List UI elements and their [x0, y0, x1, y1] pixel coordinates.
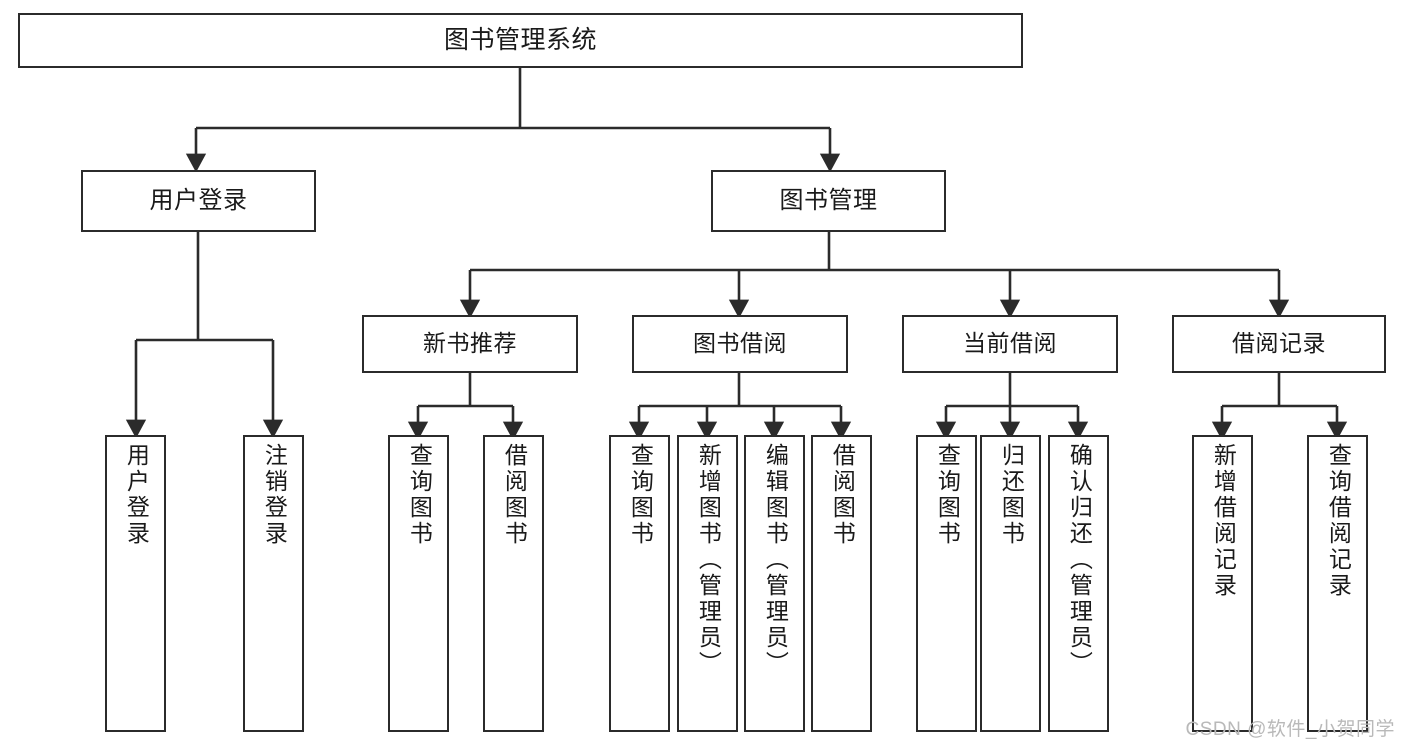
node-root-label: 图书管理系统 — [443, 25, 597, 54]
leaf-borrow-record-add-record-label: 新增借阅记录 — [1210, 443, 1237, 599]
leaf-current-borrow-confirm-return-label: 确认归还（管理员） — [1066, 443, 1093, 677]
leaf-new-book-borrow-book[interactable]: 借阅图书 — [483, 435, 544, 732]
leaf-user-login-logout[interactable]: 注销登录 — [243, 435, 304, 732]
leaf-new-book-borrow-book-label: 借阅图书 — [501, 443, 528, 547]
node-new-book-recommendation-label: 新书推荐 — [423, 330, 517, 357]
leaf-current-borrow-confirm-return[interactable]: 确认归还（管理员） — [1048, 435, 1109, 732]
node-book-management-label: 图书管理 — [779, 186, 878, 214]
leaf-book-borrow-query-book[interactable]: 查询图书 — [609, 435, 670, 732]
leaf-book-borrow-borrow-book-label: 借阅图书 — [829, 443, 856, 547]
leaf-book-borrow-add-book-label: 新增图书（管理员） — [695, 443, 722, 677]
leaf-borrow-record-query-record[interactable]: 查询借阅记录 — [1307, 435, 1368, 732]
leaf-borrow-record-add-record[interactable]: 新增借阅记录 — [1192, 435, 1253, 732]
leaf-new-book-query-book-label: 查询图书 — [406, 443, 433, 547]
leaf-user-login-logout-label: 注销登录 — [261, 443, 288, 547]
leaf-user-login-login[interactable]: 用户登录 — [105, 435, 166, 732]
leaf-current-borrow-query-book[interactable]: 查询图书 — [916, 435, 977, 732]
leaf-new-book-query-book[interactable]: 查询图书 — [388, 435, 449, 732]
leaf-book-borrow-borrow-book[interactable]: 借阅图书 — [811, 435, 872, 732]
node-book-borrowing-label: 图书借阅 — [693, 330, 787, 357]
node-current-borrowing-label: 当前借阅 — [963, 330, 1057, 357]
csdn-watermark: CSDN @软件_小贺同学 — [1185, 719, 1395, 740]
leaf-book-borrow-edit-book[interactable]: 编辑图书（管理员） — [744, 435, 805, 732]
leaf-book-borrow-query-book-label: 查询图书 — [627, 443, 654, 547]
leaf-current-borrow-return-book[interactable]: 归还图书 — [980, 435, 1041, 732]
node-book-management[interactable]: 图书管理 — [711, 170, 946, 232]
leaf-book-borrow-edit-book-label: 编辑图书（管理员） — [762, 443, 789, 677]
node-borrowing-records[interactable]: 借阅记录 — [1172, 315, 1386, 373]
leaf-user-login-login-label: 用户登录 — [123, 443, 150, 547]
leaf-current-borrow-query-book-label: 查询图书 — [934, 443, 961, 547]
node-new-book-recommendation[interactable]: 新书推荐 — [362, 315, 578, 373]
node-borrowing-records-label: 借阅记录 — [1232, 330, 1326, 357]
leaf-current-borrow-return-book-label: 归还图书 — [998, 443, 1025, 547]
node-book-borrowing[interactable]: 图书借阅 — [632, 315, 848, 373]
leaf-borrow-record-query-record-label: 查询借阅记录 — [1325, 443, 1352, 599]
node-root-book-management-system[interactable]: 图书管理系统 — [18, 13, 1023, 68]
node-user-login[interactable]: 用户登录 — [81, 170, 316, 232]
node-current-borrowing[interactable]: 当前借阅 — [902, 315, 1118, 373]
node-user-login-label: 用户登录 — [149, 186, 248, 214]
leaf-book-borrow-add-book[interactable]: 新增图书（管理员） — [677, 435, 738, 732]
